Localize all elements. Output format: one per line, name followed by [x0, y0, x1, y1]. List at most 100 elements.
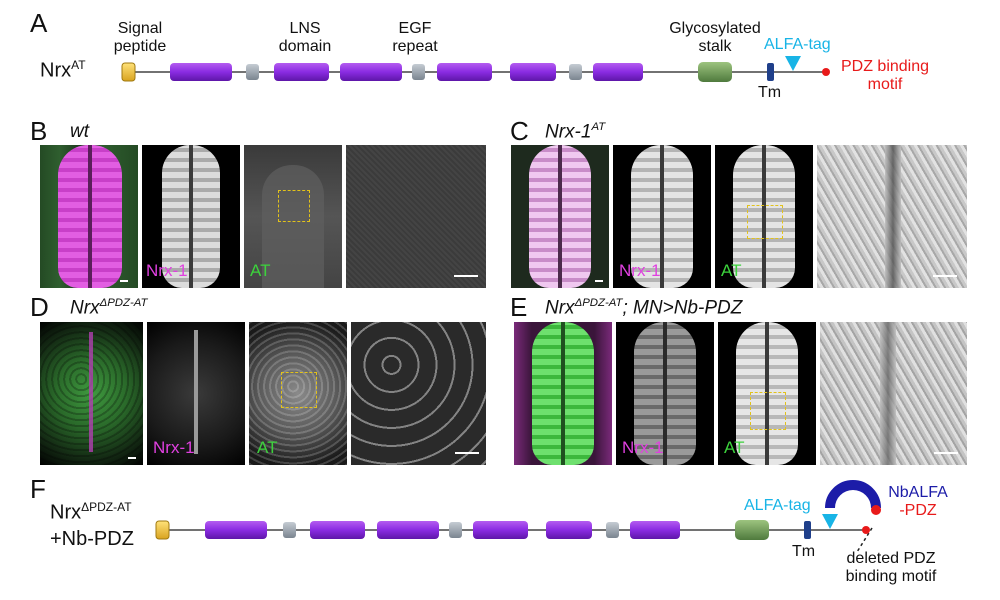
protein-name-f: NrxΔPDZ-AT +Nb-PDZ	[50, 494, 134, 552]
deleted-pdz-label: deleted PDZ binding motif	[836, 550, 946, 586]
lns-domain-label-l2: domain	[278, 38, 332, 55]
signal-peptide-box-f	[155, 520, 170, 540]
egf-repeat-label-l1: EGF	[398, 20, 432, 37]
roi-box-e	[750, 392, 786, 430]
egf-repeat-3-a	[569, 64, 582, 80]
egf-repeat-label-l2: repeat	[392, 38, 438, 55]
nanobody-arc	[825, 480, 881, 509]
genotype-c: Nrx-1AT	[545, 121, 605, 143]
lns-domain-3-f	[377, 521, 439, 539]
zoom-image-e	[820, 322, 967, 465]
nrx1-image-c: Nrx-1	[613, 145, 711, 288]
panel-letter-c: C	[510, 116, 529, 146]
merge-image-b	[40, 145, 138, 288]
lns-domain-2-a	[274, 63, 329, 81]
protein-name-a-text: Nrx	[40, 59, 72, 82]
nanobody-pdz-dot	[871, 505, 881, 515]
lns-domain-5-a	[510, 63, 556, 81]
genotype-b: wt	[70, 121, 89, 142]
protein-name-f-text: Nrx	[50, 501, 82, 524]
panel-letter-e: E	[510, 292, 528, 322]
alfa-tag-marker-a	[785, 56, 801, 71]
scalebar-d2	[455, 452, 479, 454]
nbalfa-label-l2: -PDZ	[899, 502, 937, 519]
nrx1-image-e: Nrx-1	[616, 322, 714, 465]
genotype-d: NrxΔPDZ-AT	[70, 297, 148, 319]
at-image-c: AT	[715, 145, 813, 288]
egf-repeat-2-f	[449, 522, 462, 538]
roi-box-d	[281, 372, 317, 408]
lns-domain-4-a	[437, 63, 492, 81]
channel-label-at-e: AT	[724, 438, 745, 457]
tm-label-a: Tm	[758, 84, 782, 101]
channel-label-nrx1-b: Nrx-1	[146, 261, 188, 280]
scalebar-d1	[128, 457, 136, 459]
deleted-pdz-label-l2: binding motif	[845, 568, 937, 585]
lns-domain-label-l1: LNS	[289, 20, 321, 37]
genotype-e: NrxΔPDZ-AT; MN>Nb-PDZ	[545, 297, 742, 319]
channel-label-nrx1-d: Nrx-1	[153, 438, 195, 457]
nbalfa-pdz-label: NbALFA -PDZ	[878, 484, 958, 520]
glycosylated-stalk-label-l1: Glycosylated	[669, 20, 761, 37]
roi-box-c	[747, 205, 783, 239]
protein-name-a-sup: AT	[71, 58, 86, 72]
pdz-motif-dot-a	[822, 68, 830, 76]
pdz-binding-motif-label-l1: PDZ binding	[840, 58, 930, 75]
tm-box-f	[804, 521, 811, 539]
egf-repeat-3-f	[606, 522, 619, 538]
zoom-image-c	[817, 145, 967, 288]
genotype-e-suffix: ; MN>Nb-PDZ	[622, 297, 743, 319]
alfa-tag-label-a: ALFA-tag	[764, 36, 831, 53]
zoom-image-d	[351, 322, 486, 465]
scalebar-c2	[933, 275, 957, 277]
pdz-binding-motif-label: PDZ binding motif	[830, 58, 940, 94]
nbalfa-label-l1: NbALFA	[888, 484, 948, 501]
lns-domain-1-f	[205, 521, 267, 539]
alfa-tag-marker-f	[822, 514, 838, 529]
protein-name-a: NrxAT	[40, 58, 86, 83]
scalebar-c1	[595, 280, 603, 282]
egf-repeat-1-a	[246, 64, 259, 80]
panel-letter-d: D	[30, 292, 49, 322]
genotype-d-sup: ΔPDZ-AT	[99, 297, 148, 309]
nrx1-image-d: Nrx-1	[147, 322, 245, 465]
lns-domain-label: LNS domain	[265, 20, 345, 56]
panel-letter-f: F	[30, 474, 46, 504]
lns-domain-4-f	[473, 521, 528, 539]
genotype-c-text: Nrx-1	[545, 121, 592, 143]
genotype-e-sup: ΔPDZ-AT	[574, 297, 623, 309]
lns-domain-2-f	[310, 521, 365, 539]
glycosylated-stalk-box-a	[698, 62, 732, 82]
lns-domain-3-a	[340, 63, 402, 81]
protein-name-f-sup: ΔPDZ-AT	[81, 500, 132, 514]
pdz-binding-motif-label-l2: motif	[867, 76, 903, 93]
lns-domain-5-f	[546, 521, 592, 539]
glycosylated-stalk-label: Glycosylated stalk	[660, 20, 770, 56]
egf-repeat-1-f	[283, 522, 296, 538]
channel-label-nrx1-c: Nrx-1	[619, 261, 661, 280]
genotype-c-sup: AT	[591, 121, 606, 133]
channel-label-at-c: AT	[721, 261, 742, 280]
scalebar-b2	[454, 275, 478, 277]
egf-repeat-label: EGF repeat	[375, 20, 455, 56]
channel-label-nrx1-e: Nrx-1	[622, 438, 664, 457]
panel-letter-a: A	[30, 8, 48, 38]
signal-peptide-label-l2: peptide	[113, 38, 167, 55]
nrx1-image-b: Nrx-1	[142, 145, 240, 288]
deleted-motif-dot	[862, 526, 870, 534]
merge-image-c	[511, 145, 609, 288]
merge-image-d	[40, 322, 143, 465]
scalebar-b1	[120, 280, 128, 282]
scalebar-e2	[934, 452, 958, 454]
merge-image-e	[514, 322, 612, 465]
lns-domain-6-a	[593, 63, 643, 81]
deleted-pdz-label-l1: deleted PDZ	[846, 550, 936, 567]
protein-name-f-line2: +Nb-PDZ	[50, 527, 134, 550]
glycosylated-stalk-label-l2: stalk	[698, 38, 732, 55]
panel-letter-b: B	[30, 116, 48, 146]
glycosylated-stalk-box-f	[735, 520, 769, 540]
genotype-e-text: Nrx	[545, 297, 575, 319]
domain-schematic-a	[121, 56, 830, 82]
tm-label-f: Tm	[792, 543, 816, 560]
domain-schematic-f	[155, 480, 881, 553]
